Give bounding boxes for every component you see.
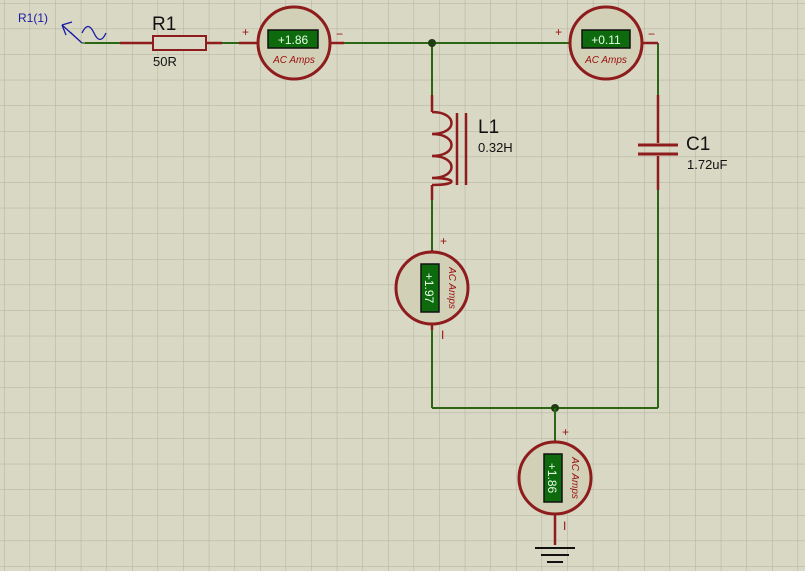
- meter-minus: −: [648, 27, 655, 41]
- ground-icon: [535, 547, 575, 563]
- inductor-value: 0.32H: [478, 140, 513, 155]
- capacitor-value: 1.72uF: [687, 157, 728, 172]
- ammeter-3[interactable]: +1.97 AC Amps + I: [394, 234, 470, 342]
- ammeter-1[interactable]: +1.86 AC Amps + −: [239, 5, 344, 81]
- ammeter-2[interactable]: +0.11 AC Amps + −: [555, 5, 658, 81]
- meter-plus: +: [242, 25, 249, 39]
- meter-minus: I: [441, 328, 444, 342]
- meter-reading: +0.11: [591, 33, 621, 47]
- junction-dot-top: [428, 39, 436, 47]
- meter-display: [420, 263, 440, 313]
- meter-name: AC Amps: [272, 55, 315, 66]
- meter-plus: +: [440, 234, 447, 248]
- capacitor-c1[interactable]: C1 1.72uF: [638, 95, 728, 190]
- meter-display: [581, 29, 631, 49]
- meter-plus: +: [555, 25, 562, 39]
- source-label: R1(1): [18, 11, 48, 25]
- meter-minus: −: [336, 27, 343, 41]
- ac-source-icon: [61, 21, 107, 44]
- meter-reading: +1.86: [545, 463, 559, 494]
- meter-name: AC Amps: [446, 266, 457, 309]
- meter-name: AC Amps: [569, 456, 580, 499]
- resistor-ref: R1: [152, 14, 176, 35]
- capacitor-ref: C1: [686, 134, 710, 155]
- wires: [85, 42, 659, 409]
- inductor-coil: [431, 110, 453, 187]
- resistor-value: 50R: [153, 54, 177, 69]
- meter-reading: +1.97: [422, 273, 436, 304]
- ammeter-4[interactable]: +1.86 AC Amps + I: [517, 408, 593, 545]
- meter-display: [543, 453, 563, 503]
- ac-source[interactable]: R1(1): [18, 11, 107, 44]
- resistor-body: [152, 35, 207, 51]
- meter-plus: +: [562, 425, 569, 439]
- meter-reading: +1.86: [278, 33, 309, 47]
- resistor-r1[interactable]: R1 50R: [120, 14, 222, 69]
- meter-name: AC Amps: [584, 55, 627, 66]
- inductor-ref: L1: [478, 117, 499, 138]
- meter-minus: I: [563, 519, 566, 533]
- meter-display: [267, 29, 319, 49]
- inductor-l1[interactable]: L1 0.32H: [430, 95, 513, 200]
